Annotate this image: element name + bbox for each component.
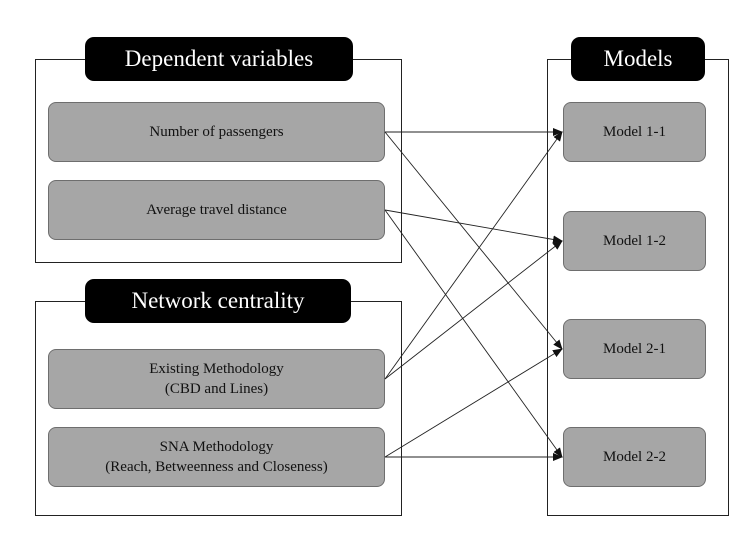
average-travel-distance-label: Average travel distance bbox=[146, 202, 287, 218]
model-1-1-box: Model 1-1 bbox=[563, 102, 706, 162]
model-2-2-label: Model 2-2 bbox=[603, 449, 666, 465]
number-of-passengers-box: Number of passengers bbox=[48, 102, 385, 162]
model-2-2-box: Model 2-2 bbox=[563, 427, 706, 487]
network-centrality-header: Network centrality bbox=[85, 279, 351, 323]
existing-methodology-detail: (CBD and Lines) bbox=[164, 381, 269, 397]
sna-methodology-label: SNA Methodology bbox=[159, 439, 274, 455]
model-1-1-label: Model 1-1 bbox=[603, 124, 666, 140]
model-1-2-label: Model 1-2 bbox=[603, 233, 666, 249]
connection-arrow-centrality-0-to-model-0 bbox=[384, 131, 563, 380]
sna-methodology-box: SNA Methodology (Reach, Betweenness and … bbox=[48, 427, 385, 487]
connection-arrow-dependent-1-to-model-1 bbox=[384, 209, 563, 244]
sna-methodology-detail: (Reach, Betweenness and Closeness) bbox=[105, 459, 328, 475]
existing-methodology-label: Existing Methodology bbox=[149, 361, 284, 377]
number-of-passengers-label: Number of passengers bbox=[149, 124, 284, 140]
models-header: Models bbox=[571, 37, 705, 81]
model-2-1-label: Model 2-1 bbox=[603, 341, 666, 357]
connection-arrow-centrality-0-to-model-1 bbox=[384, 240, 563, 380]
dependent-variables-header: Dependent variables bbox=[85, 37, 353, 81]
connection-arrow-centrality-1-to-model-2 bbox=[384, 348, 563, 458]
connection-arrow-dependent-0-to-model-2 bbox=[384, 131, 563, 350]
existing-methodology-box: Existing Methodology (CBD and Lines) bbox=[48, 349, 385, 409]
model-2-1-box: Model 2-1 bbox=[563, 319, 706, 379]
average-travel-distance-box: Average travel distance bbox=[48, 180, 385, 240]
connection-arrow-dependent-1-to-model-3 bbox=[384, 209, 563, 458]
model-1-2-box: Model 1-2 bbox=[563, 211, 706, 271]
